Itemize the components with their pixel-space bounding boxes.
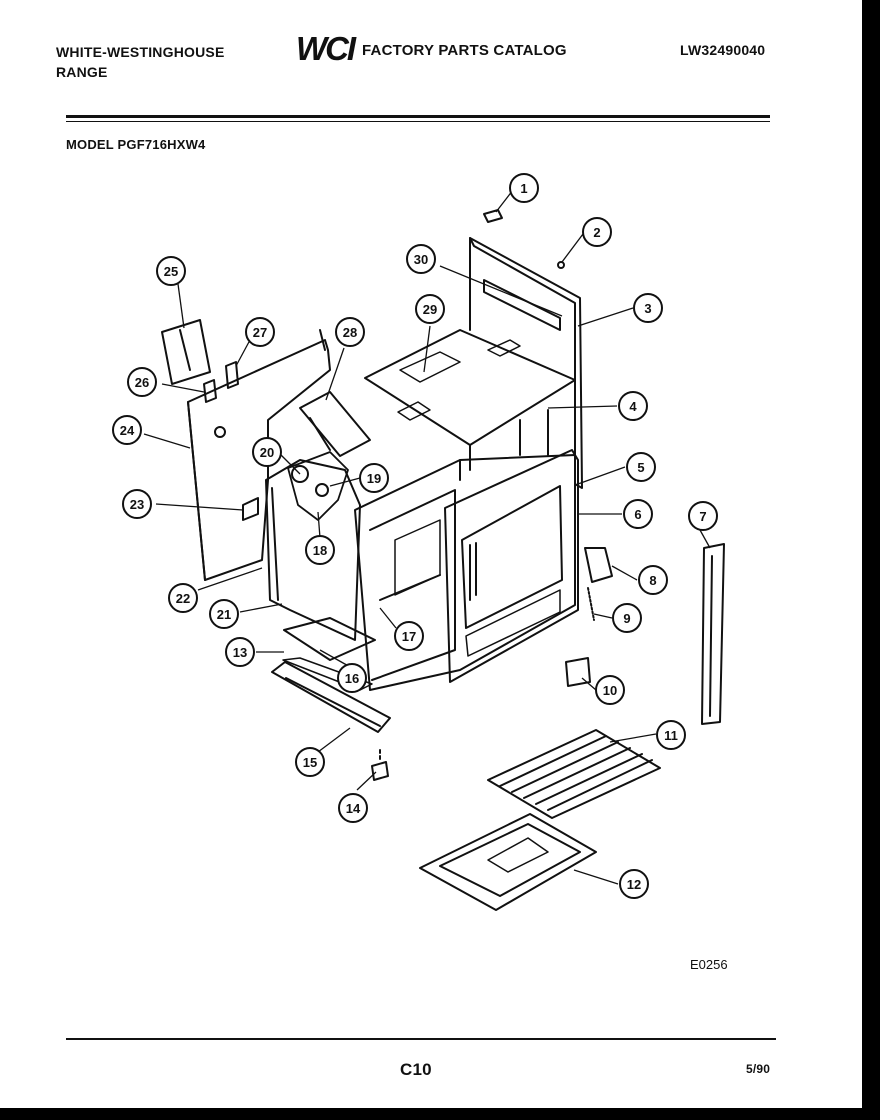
product-type: RANGE (56, 64, 108, 80)
callout-14: 14 (346, 801, 361, 816)
callout-27: 27 (253, 325, 267, 340)
callout-11: 11 (664, 728, 678, 743)
oven-rack (487, 729, 661, 819)
brand-name: WHITE-WESTINGHOUSE (56, 44, 225, 60)
vent-duct (161, 319, 211, 385)
callout-23: 23 (130, 497, 144, 512)
door-hinge (584, 547, 613, 583)
callout-4: 4 (629, 399, 637, 414)
rear-panel (469, 237, 583, 489)
callout-26: 26 (135, 375, 149, 390)
callout-5: 5 (637, 460, 644, 475)
oven-top (364, 329, 576, 446)
callout-2: 2 (593, 225, 600, 240)
callout-30: 30 (414, 252, 428, 267)
callout-22: 22 (176, 591, 190, 606)
heat-shield (299, 391, 371, 457)
document-number: LW32490040 (680, 42, 766, 58)
callout-19: 19 (367, 471, 381, 486)
callout-7: 7 (699, 509, 706, 524)
broiler-drawer-bottom (283, 617, 376, 661)
kick-plate (271, 661, 391, 733)
side-trim (701, 543, 725, 725)
callout-10: 10 (603, 683, 617, 698)
callout-21: 21 (217, 607, 231, 622)
callout-13: 13 (233, 645, 247, 660)
page-number: C10 (400, 1060, 432, 1079)
wci-logo: WCI (296, 30, 357, 66)
diagram-code: E0256 (690, 957, 728, 972)
callout-8: 8 (649, 573, 656, 588)
catalog-page: WHITE-WESTINGHOUSE RANGE WCI FACTORY PAR… (0, 0, 862, 1108)
rating-label (565, 657, 591, 687)
callout-3: 3 (644, 301, 651, 316)
catalog-title: FACTORY PARTS CATALOG (362, 42, 567, 59)
burner-cap (483, 209, 503, 223)
callout-12: 12 (627, 877, 641, 892)
left-side-panel (187, 339, 331, 581)
oven-liner (354, 454, 576, 691)
footer-rule (66, 1038, 776, 1040)
callout-15: 15 (303, 755, 317, 770)
exploded-parts-diagram: 1234567891011121314151617181920212223242… (112, 173, 728, 972)
leveling-leg (371, 761, 389, 781)
callout-16: 16 (345, 671, 359, 686)
callout-6: 6 (634, 507, 641, 522)
logo-text: WCI (296, 30, 357, 66)
header-rule-thin (66, 121, 770, 122)
header-rule-thick (66, 115, 770, 118)
burner-assembly (287, 451, 349, 521)
callout-24: 24 (120, 423, 135, 438)
callout-25: 25 (164, 264, 178, 279)
print-date: 5/90 (746, 1062, 771, 1076)
oven-wrap (265, 459, 361, 641)
callout-1: 1 (520, 181, 527, 196)
callout-18: 18 (313, 543, 327, 558)
broiler-pan (419, 813, 597, 911)
callout-28: 28 (343, 325, 357, 340)
callout-17: 17 (402, 629, 416, 644)
callout-29: 29 (423, 302, 437, 317)
model-number: MODEL PGF716HXW4 (66, 137, 206, 152)
callout-20: 20 (260, 445, 274, 460)
callout-9: 9 (623, 611, 630, 626)
front-frame (444, 449, 579, 683)
